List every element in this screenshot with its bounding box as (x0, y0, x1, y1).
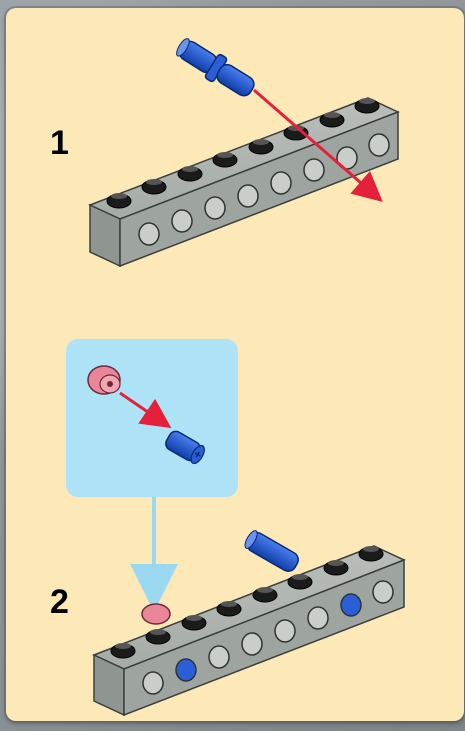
callout-arrow-icon (119, 391, 172, 429)
step-1-number: 1 (50, 124, 69, 162)
step-2-assembly (92, 530, 406, 717)
pink-bush-icon (87, 365, 121, 395)
step-1-assembly (88, 38, 400, 268)
pink-bush-step2-icon (141, 603, 171, 625)
callout-assembly (87, 365, 205, 465)
blue-pin-icon (176, 38, 255, 97)
instruction-panel: 1 2 (6, 8, 464, 721)
small-blue-pin-icon (165, 430, 205, 465)
blue-pin-step2-icon (244, 530, 299, 572)
instruction-illustration (87, 38, 406, 717)
insert-arrow-icon (253, 88, 383, 202)
technic-beam-1 (88, 97, 400, 268)
technic-beam-2 (92, 545, 406, 717)
step-2-number: 2 (50, 583, 69, 621)
